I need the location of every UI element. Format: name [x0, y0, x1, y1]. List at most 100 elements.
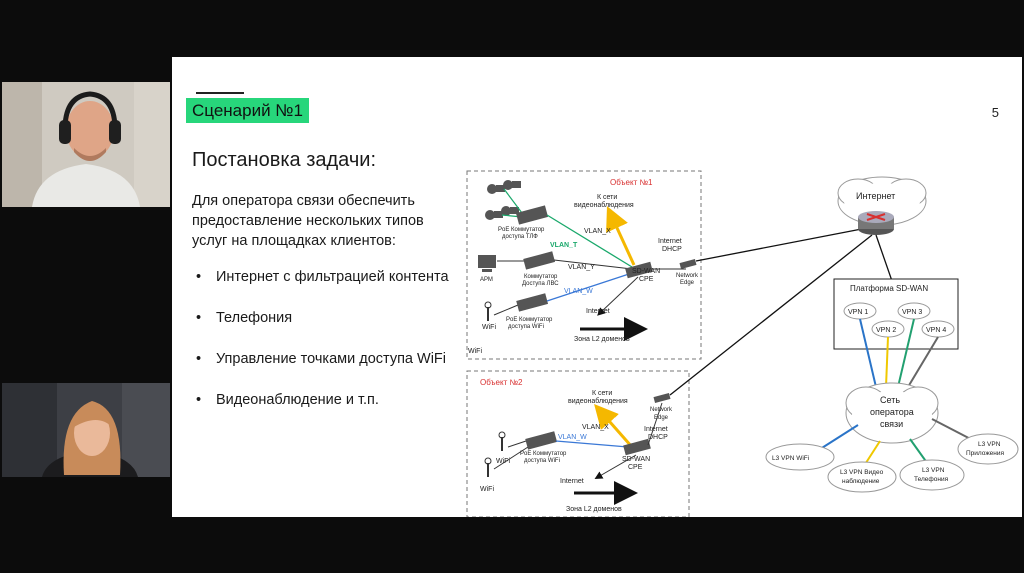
video-network-label: К сети: [597, 194, 617, 201]
poe-wifi-label-2b: доступа WiFi: [524, 458, 560, 464]
list-item-text: Интернет с фильтрацией контента: [216, 269, 449, 285]
cpe-label: SD-WAN: [632, 268, 660, 275]
video-network-label-2b: видеонаблюдения: [568, 397, 628, 405]
bullet-dot: •: [196, 392, 202, 408]
object1-title: Объект №1: [610, 178, 653, 187]
l3-wifi-label: L3 VPN WiFi: [772, 455, 809, 462]
bullet-dot: •: [196, 269, 202, 285]
operator-cloud-label-1: Сеть: [880, 395, 900, 405]
participant-video-man: [2, 82, 170, 207]
sdwan-cpe-icon: [625, 261, 653, 279]
workstation-icon: [478, 255, 496, 272]
poe-switch-phone-icon: [515, 205, 549, 225]
vlan-x-label: VLAN_X: [584, 228, 611, 235]
network-edge-label-2: Edge: [680, 280, 695, 286]
participant-tile-man[interactable]: [2, 82, 170, 207]
vlan-y-label: VLAN_Y: [568, 264, 595, 271]
object2-frame: [466, 370, 690, 517]
poe-wifi-label-2a: PoE Коммутатор: [520, 451, 567, 457]
slide-title: Постановка задачи:: [192, 149, 377, 171]
list-item-text: Видеонаблюдение и т.п.: [216, 392, 379, 408]
l3-phone-label-2: Телефония: [914, 476, 949, 483]
internet-cloud-label: Интернет: [856, 191, 895, 201]
presentation-slide: Сценарий №1 5 Постановка задачи: Для опе…: [172, 57, 1022, 517]
participant-video-woman: [2, 383, 170, 477]
l3-apps-label-1: L3 VPN: [978, 441, 1001, 448]
intro-text: Для оператора связи обеспечить предостав…: [192, 193, 424, 249]
arm-label: АРМ: [480, 277, 493, 283]
internet-dhcp-label: Internet: [658, 238, 682, 245]
poe-wifi-label: PoE Коммутатор: [506, 317, 553, 323]
l3-vpn-cloud: [957, 433, 1019, 465]
video-network-label-2a: К сети: [592, 390, 612, 397]
operator-cloud: [845, 382, 939, 444]
poe-switch-wifi-icon: [516, 293, 549, 312]
l3-video-label-2: наблюдение: [842, 477, 880, 485]
l2-zone-label-2: Зона L2 доменов: [566, 506, 622, 513]
object2-title: Объект №2: [480, 378, 523, 387]
list-item: • Интернет с фильтрацией контента: [192, 263, 462, 292]
service-list: • Интернет с фильтрацией контента • Телефо…: [192, 263, 462, 427]
bullet-dot: •: [196, 351, 202, 367]
wifi-antenna-icon: [498, 431, 506, 451]
list-item: • Управление точками доступа WiFi: [192, 345, 462, 374]
participant-tile-woman[interactable]: [2, 383, 170, 477]
vpn1-label: VPN 1: [848, 309, 868, 316]
camera-icon: [485, 210, 503, 220]
poe-phone-label-2: доступа ТЛФ: [502, 234, 538, 240]
network-edge-label: Network: [676, 273, 699, 279]
internet-dhcp-label-2a: Internet: [644, 426, 668, 433]
lan-switch-label: Коммутатор: [524, 274, 558, 280]
list-item-text: Управление точками доступа WiFi: [216, 351, 446, 367]
poe-switch-wifi-icon: [525, 431, 558, 450]
l3-video-label-1: L3 VPN Видео: [840, 469, 884, 476]
wifi-antenna-icon: [484, 457, 492, 477]
sdwan-cpe-icon: [623, 438, 651, 456]
network-diagram: Объект №1 PoE Коммутатор доступа ТЛФ АРМ…: [466, 170, 1019, 517]
l3-phone-label-1: L3 VPN: [922, 467, 945, 474]
wifi-ap-label-2: WiFi: [496, 458, 510, 465]
lan-switch-label-2: Доступа ЛВС: [522, 281, 559, 287]
wifi-label: WiFi: [468, 348, 482, 355]
vpn3-label: VPN 3: [902, 309, 922, 316]
lan-switch-icon: [523, 251, 556, 270]
operator-cloud-label-2: оператора: [870, 407, 914, 417]
cpe-label-2a: SD-WAN: [622, 456, 650, 463]
bullet-dot: •: [196, 310, 202, 326]
wifi-ap-label: WiFi: [482, 324, 496, 331]
video-network-label-2: видеонаблюдения: [574, 201, 634, 209]
internet-dhcp-label-2: DHCP: [662, 246, 682, 253]
vlan-t-label: VLAN_T: [550, 242, 578, 249]
internet-dhcp-label-2b: DHCP: [648, 434, 668, 441]
wifi-antenna-icon: [484, 301, 492, 321]
platform-label: Платформа SD-WAN: [850, 284, 928, 293]
operator-cloud-label-3: связи: [880, 419, 903, 429]
network-edge-icon: [653, 393, 671, 403]
page-number: 5: [991, 105, 999, 120]
vpn2-label: VPN 2: [876, 327, 896, 334]
vlan-w-label-2: VLAN_W: [558, 434, 587, 441]
internet-label-2: Internet: [560, 478, 584, 485]
vpn4-label: VPN 4: [926, 327, 946, 334]
poe-wifi-label-2: доступа WiFi: [508, 324, 544, 330]
poe-phone-label: PoE Коммутатор: [498, 227, 545, 233]
list-item: • Телефония: [192, 304, 462, 333]
vlan-w-label: VLAN_W: [564, 288, 593, 295]
list-item-text: Телефония: [216, 310, 293, 326]
cpe-label-2b: CPE: [628, 464, 643, 471]
network-edge-label-2b: Edge: [654, 415, 669, 421]
list-item: • Видеонаблюдение и т.п.: [192, 386, 462, 415]
network-edge-icon: [679, 259, 697, 269]
scenario-badge: Сценарий №1: [186, 98, 309, 123]
decorative-line: [196, 92, 244, 94]
camera-icon: [503, 180, 521, 190]
l3-vpn-cloud: [899, 459, 965, 491]
l3-vpn-cloud: [765, 443, 835, 471]
wifi-label-2: WiFi: [480, 486, 494, 493]
router-icon: [858, 211, 894, 235]
l2-zone-label: Зона L2 доменов: [574, 336, 630, 343]
vlan-x-label-2: VLAN_X: [582, 424, 609, 431]
object1-frame: [466, 170, 702, 360]
network-edge-label-2a: Network: [650, 407, 673, 413]
l3-vpn-cloud: [827, 461, 897, 493]
